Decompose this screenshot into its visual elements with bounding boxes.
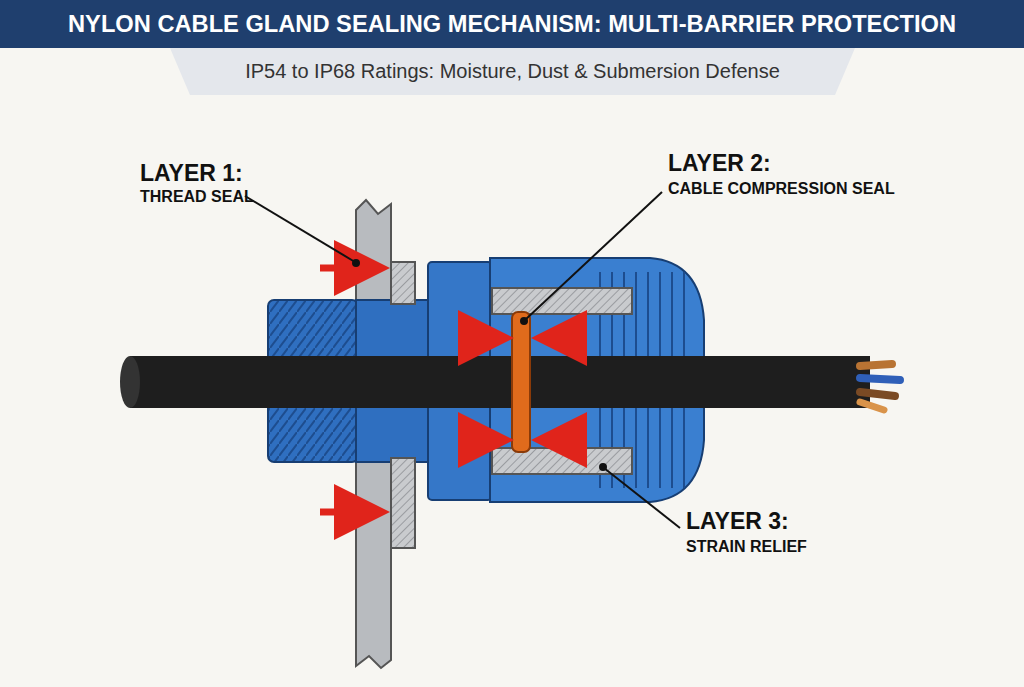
cable-end [120,356,140,408]
leader-lines [245,192,680,528]
subtitle: IP54 to IP68 Ratings: Moisture, Dust & S… [170,48,855,95]
pressure-arrows [320,268,575,512]
layer-number: LAYER 2: [668,150,771,177]
wire [860,378,900,380]
layer-number: LAYER 1: [140,160,243,187]
seal-insert [492,288,632,314]
sealing-washer [391,458,415,548]
sealing-washer [391,262,415,304]
wire [860,402,884,410]
compression-seal [512,312,530,452]
title-band [0,0,1024,48]
title: NYLON CABLE GLAND SEALING MECHANISM: MUL… [0,0,1024,48]
cable [130,356,870,408]
layer-number: LAYER 3: [686,508,789,535]
wire [860,364,892,366]
layer-name: STRAIN RELIEF [686,538,807,556]
layer-name: THREAD SEAL [140,188,254,206]
layer-name: CABLE COMPRESSION SEAL [668,180,895,198]
wire [860,392,895,396]
subtitle-band [170,48,855,95]
seal-insert [492,448,632,474]
